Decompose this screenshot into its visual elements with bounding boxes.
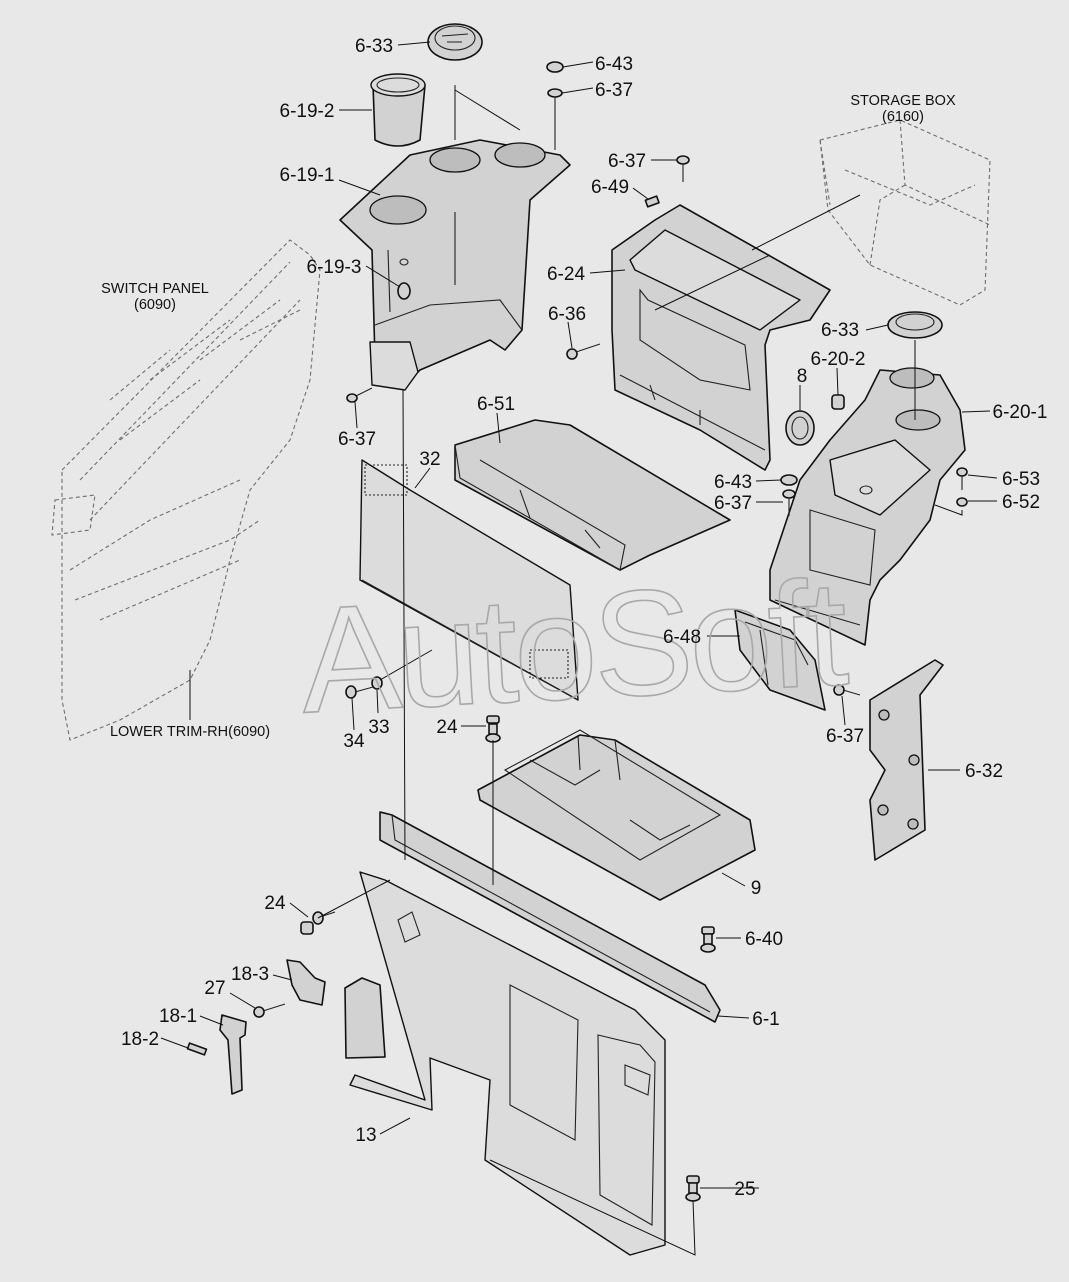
hose-clamp-8 xyxy=(785,410,815,446)
screw-6-37-d xyxy=(782,489,796,516)
reference-labels: STORAGE BOX (6160) SWITCH PANEL (6090) L… xyxy=(101,93,956,740)
callout-label: 24 xyxy=(436,717,458,738)
callout-label: 13 xyxy=(355,1125,376,1146)
callout-label: 6-20-1 xyxy=(993,402,1048,423)
screw-6-37-e xyxy=(833,684,861,696)
callout-label: 6-37 xyxy=(608,151,646,172)
callout-label: 8 xyxy=(797,366,808,387)
storage-box-outline xyxy=(819,119,991,306)
storage-box-code: (6160) xyxy=(882,109,924,125)
switch-panel-code: (6090) xyxy=(134,297,176,313)
callout-label: 6-37 xyxy=(338,429,376,450)
knob-6-20-2 xyxy=(831,394,845,410)
cap-6-33-right xyxy=(887,311,943,339)
screw-27 xyxy=(253,1003,286,1018)
screw-6-37-a xyxy=(547,88,563,118)
callout-label: 6-37 xyxy=(595,80,633,101)
callout-label: 18-2 xyxy=(121,1029,159,1050)
screw-6-36 xyxy=(566,343,601,360)
side-bracket-6-32 xyxy=(869,659,944,861)
callout-label: 6-43 xyxy=(595,54,633,75)
callout-label: 6-20-2 xyxy=(811,349,866,370)
base-plate-13 xyxy=(344,871,666,1256)
callout-label: 6-53 xyxy=(1002,469,1040,490)
callout-label: 25 xyxy=(734,1179,755,1200)
screw-6-37-b xyxy=(346,387,373,403)
callout-label: 6-43 xyxy=(714,472,752,493)
mounting-strip-6-1 xyxy=(379,811,721,1023)
clip-6-43-top xyxy=(546,61,564,73)
pin-18-2 xyxy=(186,1042,208,1056)
callout-label: 27 xyxy=(204,978,225,999)
callout-label: 6-37 xyxy=(826,726,864,747)
handle-18-1 xyxy=(219,1014,247,1095)
bracket-6-48 xyxy=(734,609,826,711)
callout-label: 32 xyxy=(419,449,440,470)
screw-34 xyxy=(345,685,374,699)
callout-label: 6-36 xyxy=(548,304,586,325)
callout-label: 6-19-1 xyxy=(280,165,335,186)
rear-panel-6-24 xyxy=(611,204,831,471)
washer-33 xyxy=(371,676,383,690)
clip-6-43-mid xyxy=(780,474,798,486)
callout-label: 9 xyxy=(751,878,762,899)
right-cover-6-20-1 xyxy=(769,367,966,646)
callout-label: 6-1 xyxy=(752,1009,779,1030)
top-plate-6-51 xyxy=(454,419,731,571)
storage-box-label: STORAGE BOX xyxy=(850,93,956,109)
callout-label: 6-52 xyxy=(1002,492,1040,513)
callout-label: 6-32 xyxy=(965,761,1003,782)
callout-leaders xyxy=(160,41,998,1189)
assembly-lines xyxy=(317,85,963,1256)
callout-label: 6-48 xyxy=(663,627,701,648)
callout-label: 18-3 xyxy=(231,964,269,985)
callout-label: 6-33 xyxy=(821,320,859,341)
switch-panel-outline xyxy=(51,239,321,741)
callout-label: 6-49 xyxy=(591,177,629,198)
callout-label: 6-40 xyxy=(745,929,783,950)
callout-label: 6-33 xyxy=(355,36,393,57)
callout-label: 33 xyxy=(368,717,389,738)
latch-18-3 xyxy=(286,959,326,1006)
cap-6-33-top xyxy=(427,23,483,61)
clip-6-49 xyxy=(644,195,660,208)
callout-label: 18-1 xyxy=(159,1006,197,1027)
washer-6-52 xyxy=(956,497,968,507)
callouts: 6-33 6-43 6-37 6-19-2 6-19-1 6-37 6-49 6… xyxy=(121,36,1047,1200)
grommet-6-19-3 xyxy=(397,258,411,300)
screw-6-37-c xyxy=(676,155,690,182)
callout-label: 6-37 xyxy=(714,493,752,514)
callout-label: 24 xyxy=(264,893,286,914)
console-cover-6-19-1 xyxy=(339,139,571,391)
callout-label: 6-51 xyxy=(477,394,515,415)
screw-6-53 xyxy=(956,467,968,490)
callout-label: 34 xyxy=(343,731,365,752)
callout-label: 6-24 xyxy=(547,264,585,285)
callout-label: 6-19-3 xyxy=(307,257,362,278)
cup-holder-6-19-2 xyxy=(370,73,426,147)
callout-label: 6-19-2 xyxy=(280,101,335,122)
bolt-24-upper xyxy=(485,715,501,743)
lower-trim-label: LOWER TRIM-RH(6090) xyxy=(110,724,270,740)
watermark: AutoSoft xyxy=(296,548,851,744)
perforated-panel-32 xyxy=(359,459,579,701)
switch-panel-label: SWITCH PANEL xyxy=(101,281,209,297)
bolt-25 xyxy=(685,1175,701,1202)
mounting-tray-9 xyxy=(477,729,756,901)
bolt-6-40 xyxy=(700,926,716,953)
